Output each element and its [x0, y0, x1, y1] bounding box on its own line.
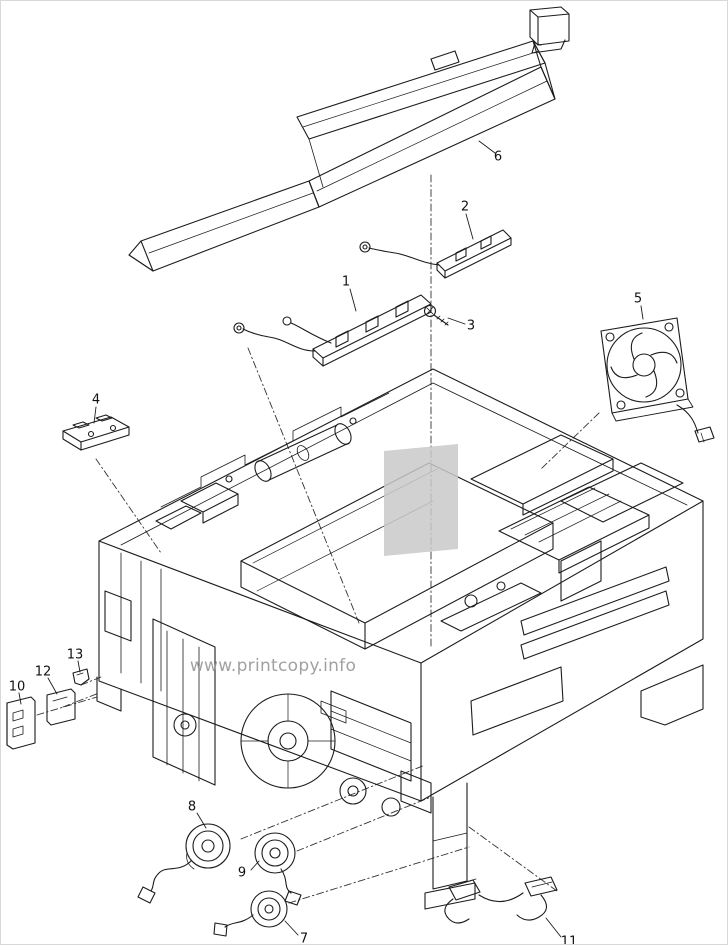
callout-1: 1 [341, 274, 351, 290]
callout-7: 7 [299, 931, 309, 945]
assembly-dash-lines [36, 174, 600, 904]
clutch-part9 [254, 832, 302, 906]
bracket-part1 [233, 294, 432, 367]
callout-3: 3 [466, 318, 476, 334]
callout-10: 10 [8, 679, 26, 695]
clutch-part7 [213, 890, 288, 937]
callout-2: 2 [460, 199, 470, 215]
sensor-pcb-part4 [62, 414, 130, 451]
clutch-part8 [137, 823, 231, 904]
callout-5: 5 [633, 291, 643, 307]
printer-chassis [96, 368, 704, 910]
harness-part11 [444, 876, 558, 924]
callout-8: 8 [187, 799, 197, 815]
bracket-part10 [6, 696, 36, 750]
callout-11: 11 [560, 934, 578, 945]
callout-6: 6 [493, 149, 503, 165]
watermark-text: www.printcopy.info [189, 656, 357, 676]
screw-part3 [423, 304, 449, 326]
bracket-part2 [359, 229, 512, 279]
plate-part12 [46, 688, 76, 726]
callout-leader-lines [18, 140, 644, 938]
clip-part13 [72, 668, 90, 686]
callout-9: 9 [237, 865, 247, 881]
flat-ribbon-cable-part6 [128, 6, 570, 272]
fan-part5 [600, 317, 715, 443]
callout-4: 4 [91, 392, 101, 408]
callout-13: 13 [66, 647, 84, 663]
highlight-block [384, 444, 458, 556]
callout-12: 12 [34, 664, 52, 680]
